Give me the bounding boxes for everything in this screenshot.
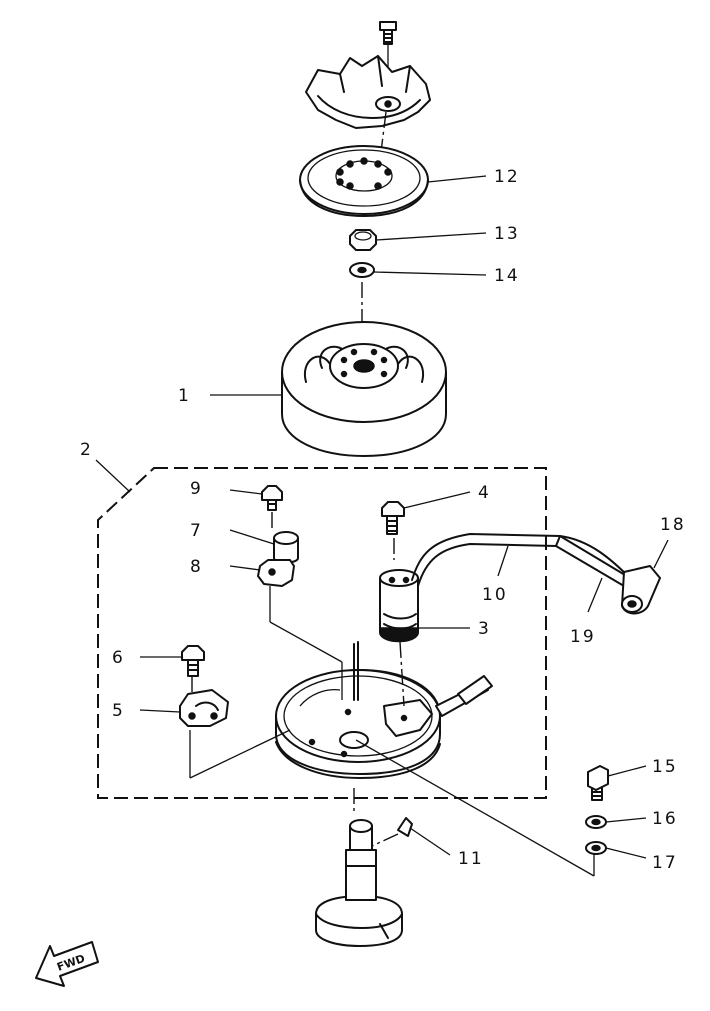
part-15-bolt [587,765,609,801]
part-labels: 1 2 3 4 5 6 7 8 9 10 11 12 13 14 15 16 1… [80,167,686,873]
part-label-16: 16 [652,809,678,829]
part-10-19-lead-wire [411,533,631,587]
base-plate [275,641,493,779]
fwd-direction-badge: FWD [35,941,99,987]
part-label-12: 12 [494,167,520,187]
part-label-5: 5 [112,701,125,721]
part-label-17: 17 [652,853,678,873]
connector-lines [189,538,595,877]
part-label-4: 4 [478,483,491,503]
part-label-3: 3 [478,619,491,639]
part-5-pulser-coil [179,689,229,727]
part-9-screw [261,485,283,511]
part-label-2: 2 [80,440,93,460]
part-label-14: 14 [494,266,520,286]
part-4-screw [381,501,405,535]
part-label-7: 7 [190,521,203,541]
part-label-1: 1 [178,386,191,406]
part-1-flywheel [281,321,447,457]
part-2-assembly-boundary [97,467,547,799]
part-label-8: 8 [190,557,203,577]
part-16-washer [585,815,607,829]
part-label-9: 9 [190,479,203,499]
part-label-18: 18 [660,515,686,535]
part-13-nut [349,229,377,251]
crankshaft [315,819,403,947]
part-label-10: 10 [482,585,508,605]
part-12-plate [299,145,429,217]
part-7-cap [273,531,299,564]
part-3-coil [379,569,419,643]
starter-pulley-bracket [305,55,431,129]
part-label-19: 19 [570,627,596,647]
part-14-washer [349,262,375,278]
part-6-screw [181,645,205,677]
part-label-13: 13 [494,224,520,244]
part-18-plug-cap [621,565,661,615]
part-label-6: 6 [112,648,125,668]
part-label-11: 11 [458,849,484,869]
part-11-key [397,817,413,837]
part-17-washer [585,841,607,855]
part-8-clamp [257,559,295,587]
part-label-15: 15 [652,757,678,777]
